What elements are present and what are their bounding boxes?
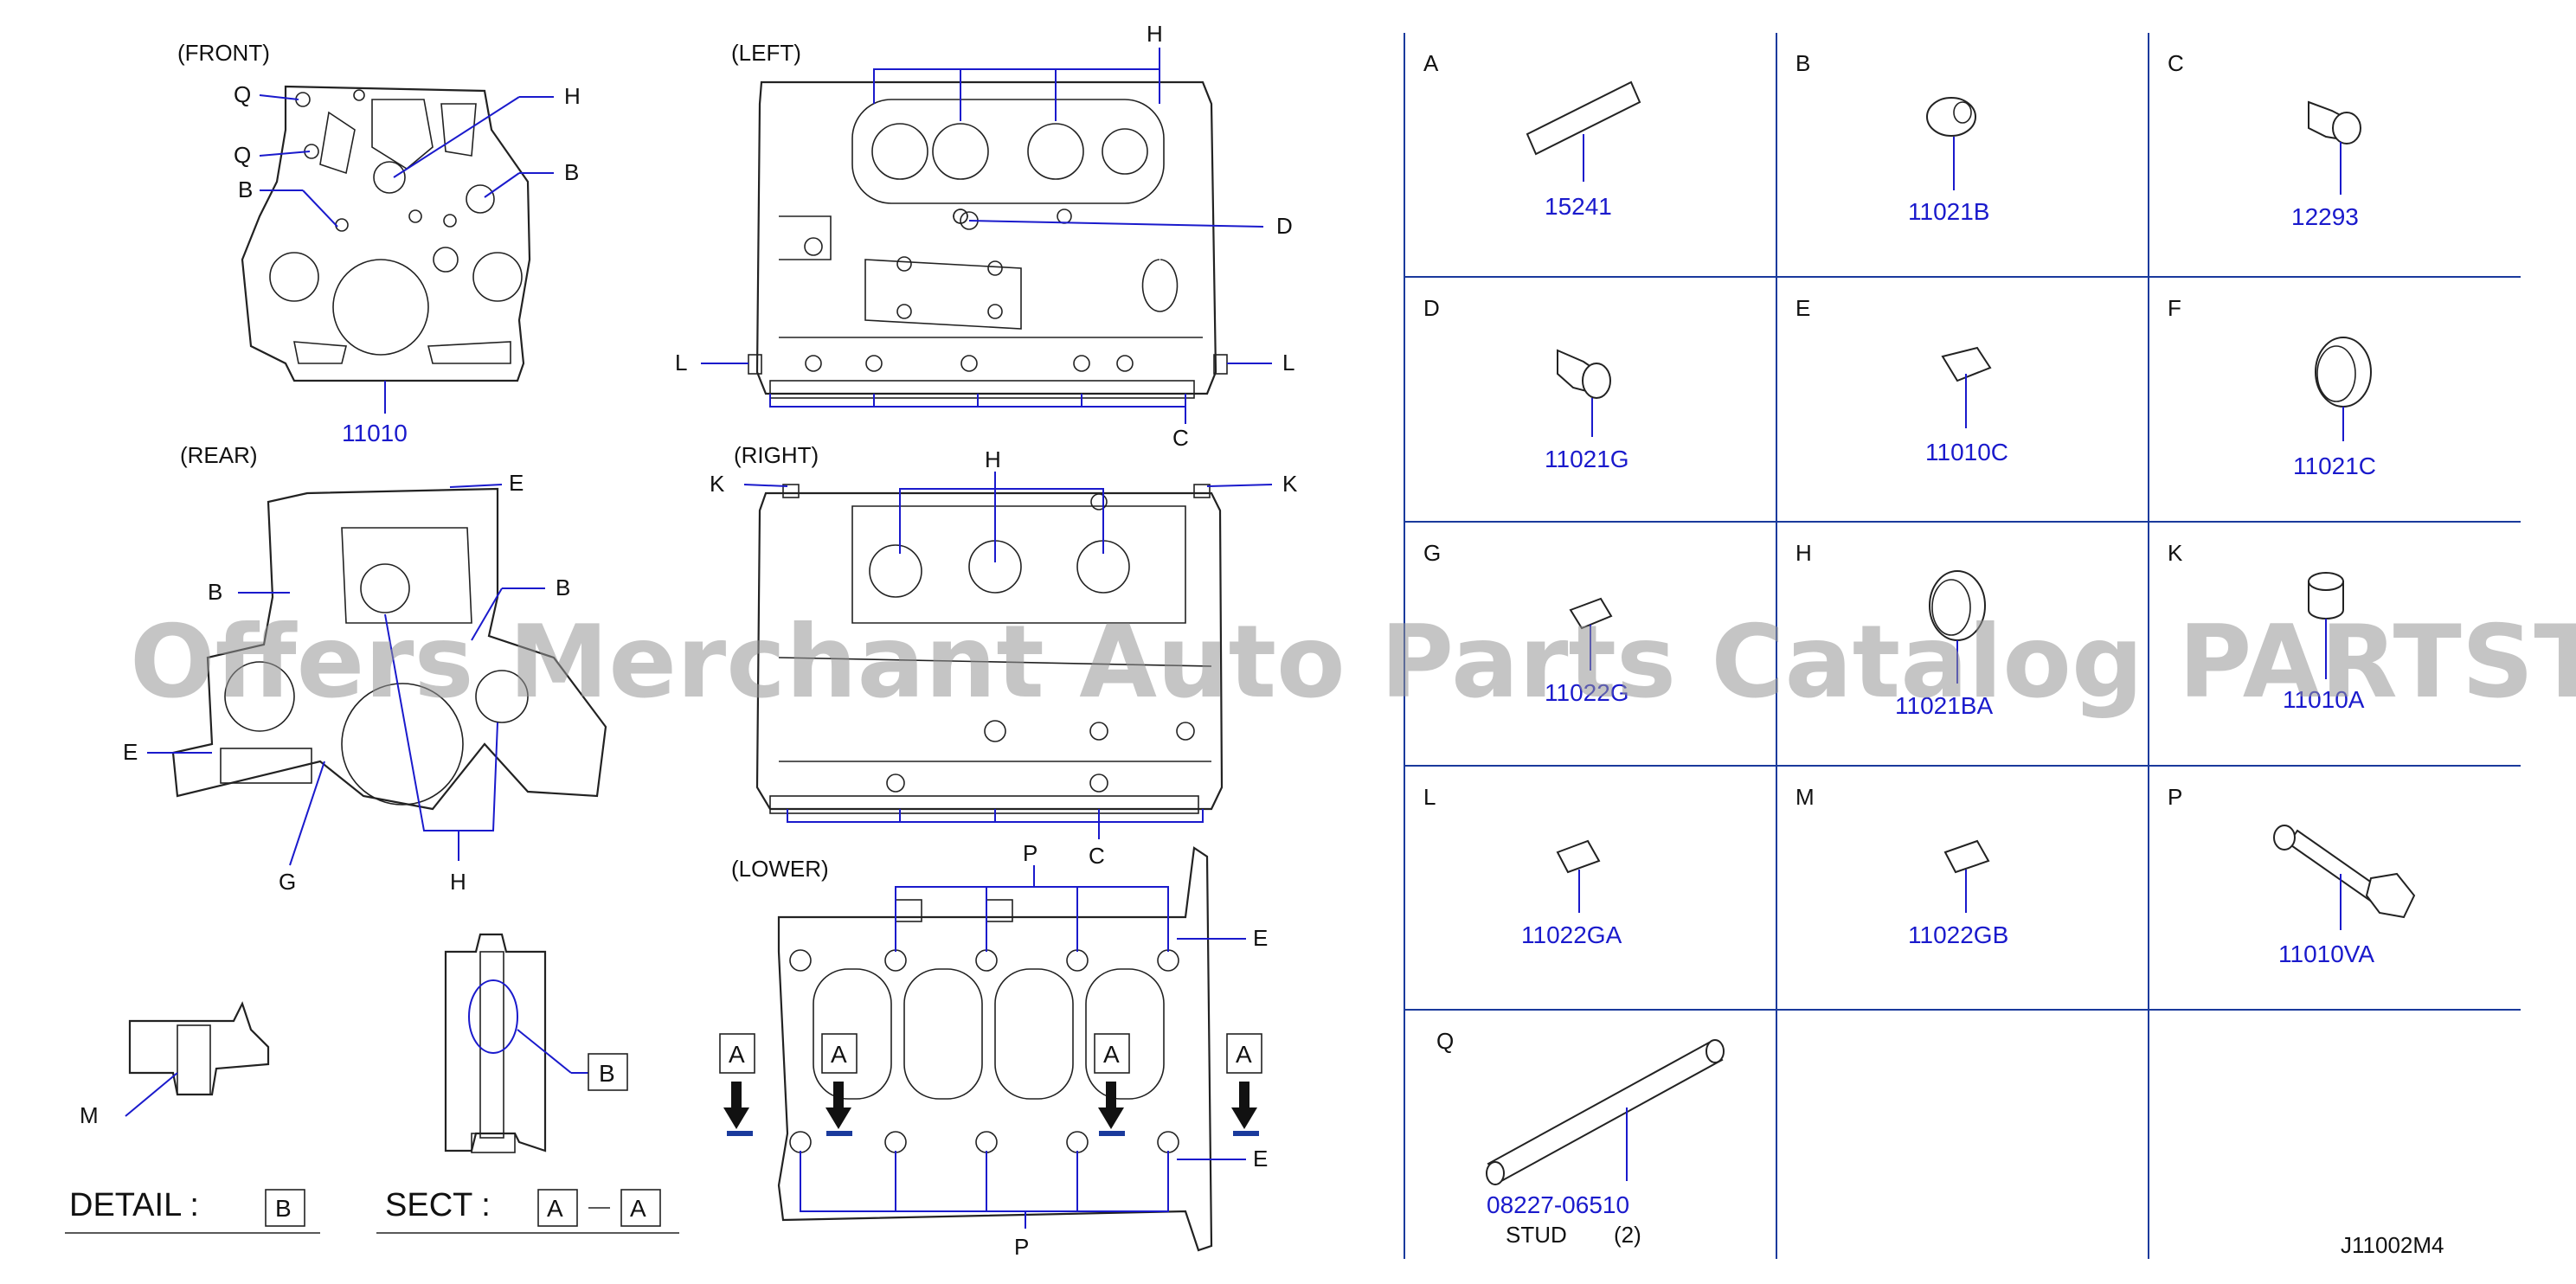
- lower-callout-e2: E: [1253, 1146, 1268, 1172]
- section-box-b: B: [599, 1060, 615, 1087]
- left-callout-l2: L: [1282, 350, 1294, 376]
- section-a-view: B SECT : A A: [376, 933, 679, 1234]
- part-k-dowel-icon: [2308, 581, 2344, 620]
- stud-label: STUD: [1506, 1222, 1567, 1248]
- rear-callout-h: H: [450, 869, 466, 895]
- cell-f-part: 11021C: [2293, 453, 2376, 479]
- watermark: Offers Merchant Auto Parts Catalog PARTS…: [130, 604, 2576, 721]
- cell-k-letter: K: [2168, 540, 2183, 566]
- section-box-a-4: A: [1236, 1041, 1252, 1068]
- sect-box-a-2: A: [630, 1195, 646, 1222]
- cell-p-part: 11010VA: [2278, 941, 2374, 967]
- cell-b-part: 11021B: [1908, 198, 1989, 225]
- cell-l-part: 11022GA: [1521, 921, 1622, 948]
- front-part-number: 11010: [342, 420, 408, 446]
- detail-box-b: B: [275, 1195, 292, 1222]
- left-view-title: (LEFT): [731, 40, 801, 66]
- part-a-pin-icon: [1526, 80, 1641, 156]
- cell-l-letter: L: [1423, 784, 1436, 810]
- front-callout-h: H: [564, 83, 581, 109]
- front-callout-b2: B: [238, 177, 253, 202]
- part-e-dowel-icon: [1941, 346, 1992, 382]
- right-callout-h: H: [985, 446, 1001, 472]
- sect-label: SECT :: [385, 1187, 491, 1223]
- part-m-dowel-icon: [1943, 839, 1990, 874]
- left-view: (LEFT) H D L: [675, 21, 1294, 451]
- cell-e-part: 11010C: [1925, 439, 2008, 465]
- rear-callout-e: E: [509, 470, 524, 496]
- cell-m-part: 11022GB: [1908, 921, 2008, 948]
- front-view: (FRONT) Q Q H B B 11010: [177, 40, 581, 446]
- detail-label: DETAIL :: [69, 1187, 199, 1223]
- front-callout-q: Q: [234, 81, 251, 107]
- left-block-outline: [755, 80, 1217, 395]
- parts-grid: A 15241 B 11021B C 12293 D 11021G E 1101…: [1404, 33, 2521, 1259]
- rear-callout-g: G: [279, 869, 296, 895]
- left-callout-l: L: [675, 350, 687, 376]
- cell-h-letter: H: [1795, 540, 1812, 566]
- front-callout-b: B: [564, 159, 579, 185]
- cell-d-part: 11021G: [1545, 446, 1629, 472]
- rear-callout-b: B: [208, 579, 222, 605]
- lower-cylinders: [813, 968, 1165, 1100]
- left-callout-d: D: [1276, 213, 1293, 239]
- left-callout-h: H: [1147, 21, 1163, 47]
- cell-c-part: 12293: [2291, 203, 2359, 230]
- cell-h-part: 11021BA: [1895, 692, 1993, 719]
- lower-callout-p: P: [1023, 840, 1037, 866]
- front-crank-bore: [332, 259, 429, 356]
- diagram-code: J11002M4: [2341, 1232, 2444, 1258]
- lower-callout-e: E: [1253, 925, 1268, 951]
- rear-callout-b2: B: [556, 575, 570, 600]
- section-box-a-2: A: [831, 1041, 847, 1068]
- lower-view-title: (LOWER): [731, 856, 829, 882]
- cell-c-letter: C: [2168, 50, 2184, 76]
- rear-view: (REAR) E B B E G H: [123, 442, 607, 895]
- detail-m-view: M DETAIL : B: [65, 1001, 320, 1234]
- right-callout-k: K: [710, 471, 725, 497]
- cell-q-letter: Q: [1436, 1028, 1454, 1054]
- lower-callout-p2: P: [1014, 1234, 1029, 1260]
- stud-qty: (2): [1614, 1222, 1641, 1248]
- section-box-a-3: A: [1103, 1041, 1120, 1068]
- cell-d-letter: D: [1423, 295, 1440, 321]
- left-callout-c: C: [1172, 425, 1189, 451]
- front-block-outline: [241, 85, 531, 382]
- lower-block-outline: [777, 846, 1213, 1252]
- part-b-plug-icon: [1926, 97, 1976, 137]
- right-block-outline: [755, 491, 1224, 811]
- cell-b-letter: B: [1795, 50, 1810, 76]
- cell-e-letter: E: [1795, 295, 1810, 321]
- cell-p-letter: P: [2168, 784, 2182, 810]
- cell-f-letter: F: [2168, 295, 2181, 321]
- part-q-stud-icon: [1487, 1041, 1724, 1183]
- part-g-dowel-icon: [1569, 597, 1613, 630]
- right-callout-c: C: [1089, 843, 1105, 869]
- cell-k-part: 11010A: [2283, 686, 2365, 713]
- right-callout-k2: K: [1282, 471, 1298, 497]
- cell-a-part: 15241: [1545, 193, 1612, 220]
- cell-g-letter: G: [1423, 540, 1441, 566]
- cell-m-letter: M: [1795, 784, 1815, 810]
- section-markers: A A A A: [719, 1033, 1262, 1136]
- section-box-a-1: A: [729, 1041, 745, 1068]
- detail-callout-m: M: [80, 1102, 99, 1128]
- right-view: (RIGHT) K K H C: [710, 442, 1298, 869]
- right-view-title: (RIGHT): [734, 442, 819, 468]
- lower-view: (LOWER) P P E E: [719, 840, 1268, 1260]
- cell-a-letter: A: [1423, 50, 1439, 76]
- rear-view-title: (REAR): [180, 442, 258, 468]
- sect-box-a-1: A: [547, 1195, 563, 1222]
- front-view-title: (FRONT): [177, 40, 270, 66]
- front-callout-q2: Q: [234, 142, 251, 168]
- rear-callout-e2: E: [123, 739, 138, 765]
- rear-block-outline: [171, 487, 607, 811]
- cell-q-part: 08227-06510: [1487, 1191, 1629, 1218]
- part-l-dowel-icon: [1556, 839, 1601, 874]
- cell-g-part: 11022G: [1545, 679, 1629, 706]
